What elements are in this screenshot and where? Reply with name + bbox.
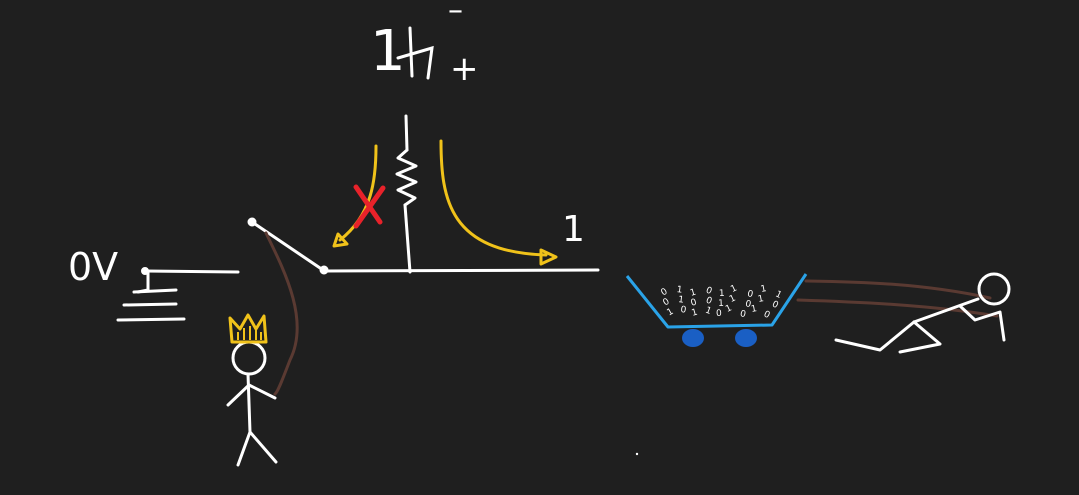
resistor <box>395 114 418 274</box>
king-body <box>246 372 252 434</box>
cart-bit: 1 <box>676 285 683 296</box>
switch-rope <box>264 231 299 396</box>
ground-bar-1 <box>132 288 178 294</box>
cart-bit: 0 <box>690 298 699 309</box>
cart-bit: 1 <box>760 284 768 295</box>
resistor-top-wire <box>404 114 409 152</box>
cart-bit: 1 <box>724 303 733 314</box>
output-one-label: 1 <box>562 209 585 250</box>
worker-body <box>912 297 980 324</box>
worker-arm <box>958 304 1006 342</box>
king-figure <box>226 340 278 467</box>
king-legs <box>236 430 278 467</box>
supply-symbol: 1 – + <box>370 0 479 89</box>
resistor-bottom-wire <box>403 203 412 274</box>
cart-bit: 0 <box>770 300 780 312</box>
cart-bit: 0 <box>662 297 672 309</box>
cart-body <box>625 273 808 329</box>
cart-bit: 1 <box>728 293 737 304</box>
cart-bit: 0 <box>746 289 754 300</box>
king-arms <box>226 383 277 407</box>
crown-hatching <box>237 326 262 340</box>
switch <box>247 217 329 275</box>
stray-dot <box>635 452 639 456</box>
ground-bar-2 <box>122 302 178 307</box>
cart-bit: 0 <box>704 286 713 297</box>
resistor-zigzag <box>395 148 418 207</box>
supply-plus-label: + <box>450 49 479 89</box>
output-wire <box>323 268 600 273</box>
cart-bit: 0 <box>660 287 670 299</box>
supply-minus-label: – <box>448 0 463 28</box>
cart-bit: 1 <box>774 290 784 302</box>
cart-bit: 1 <box>704 306 713 317</box>
worker-figure <box>834 272 1011 354</box>
cart-bit: 0 <box>739 309 747 320</box>
cart-bit: 1 <box>718 299 724 309</box>
blocked-arrow-head <box>332 232 349 248</box>
ground-symbol <box>116 267 240 322</box>
current-arrows <box>332 139 558 266</box>
cart-bit: 1 <box>757 294 765 305</box>
ground-bar-3 <box>116 317 186 322</box>
crown-outline <box>228 313 268 344</box>
cart-bit: 1 <box>677 295 684 306</box>
worker-legs <box>834 320 942 354</box>
ground-wire <box>143 269 240 274</box>
cart-bit: 0 <box>744 299 752 310</box>
cart-bit: 0 <box>680 305 687 316</box>
cart-bit: 1 <box>750 304 758 315</box>
cart-rope-upper <box>804 279 992 300</box>
output-current-arrow <box>439 139 548 257</box>
cart-bit: 1 <box>691 308 699 319</box>
cart-bit: 0 <box>716 309 722 319</box>
ground-voltage-label: 0V <box>68 245 118 289</box>
cart-bit: 1 <box>666 307 676 319</box>
crown-icon <box>228 313 268 344</box>
supply-ground-glyph <box>396 26 434 80</box>
worker-head <box>977 272 1011 306</box>
switch-contact <box>319 265 329 275</box>
cart-bit: 1 <box>689 288 697 299</box>
switch-pivot <box>247 217 257 227</box>
supply-one-label: 1 <box>370 19 406 84</box>
cart-rope <box>796 279 999 318</box>
cart-bit: 1 <box>719 289 725 299</box>
blocked-current-arrow <box>338 144 378 242</box>
cross-stroke-2 <box>353 185 386 229</box>
cart-bit: 1 <box>729 283 738 294</box>
switch-lever <box>250 220 325 272</box>
cart-bit: 0 <box>704 296 713 307</box>
cart-bit: 0 <box>762 310 772 322</box>
cart-rope-lower <box>796 298 999 318</box>
cart-wheel-right <box>735 329 757 347</box>
cross-stroke-1 <box>353 184 383 225</box>
cart-wheel-left <box>682 329 704 347</box>
cross-mark <box>353 184 386 229</box>
output-arrow-head <box>539 248 558 266</box>
